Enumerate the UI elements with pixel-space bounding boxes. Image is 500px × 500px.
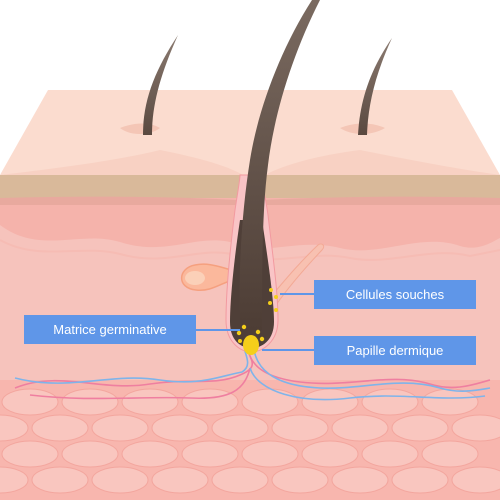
label-germinal-matrix: Matrice germinative — [24, 315, 196, 344]
label-dermal-papilla: Papille dermique — [314, 336, 476, 365]
stem-cells-dots — [268, 288, 278, 312]
small-hair-right — [358, 38, 392, 135]
epidermis-layer — [0, 90, 500, 205]
hypodermis-layer — [0, 372, 500, 500]
nerve-fibers — [14, 347, 491, 401]
small-hair-left — [143, 35, 178, 135]
leader-lines — [196, 293, 314, 351]
arrector-pili-muscle — [267, 243, 325, 306]
label-stem-cells: Cellules souches — [314, 280, 476, 309]
germinal-matrix-dots — [236, 324, 265, 343]
main-hair-shaft — [239, 0, 320, 330]
sebaceous-gland — [180, 263, 235, 291]
dermal-papilla — [243, 335, 259, 355]
